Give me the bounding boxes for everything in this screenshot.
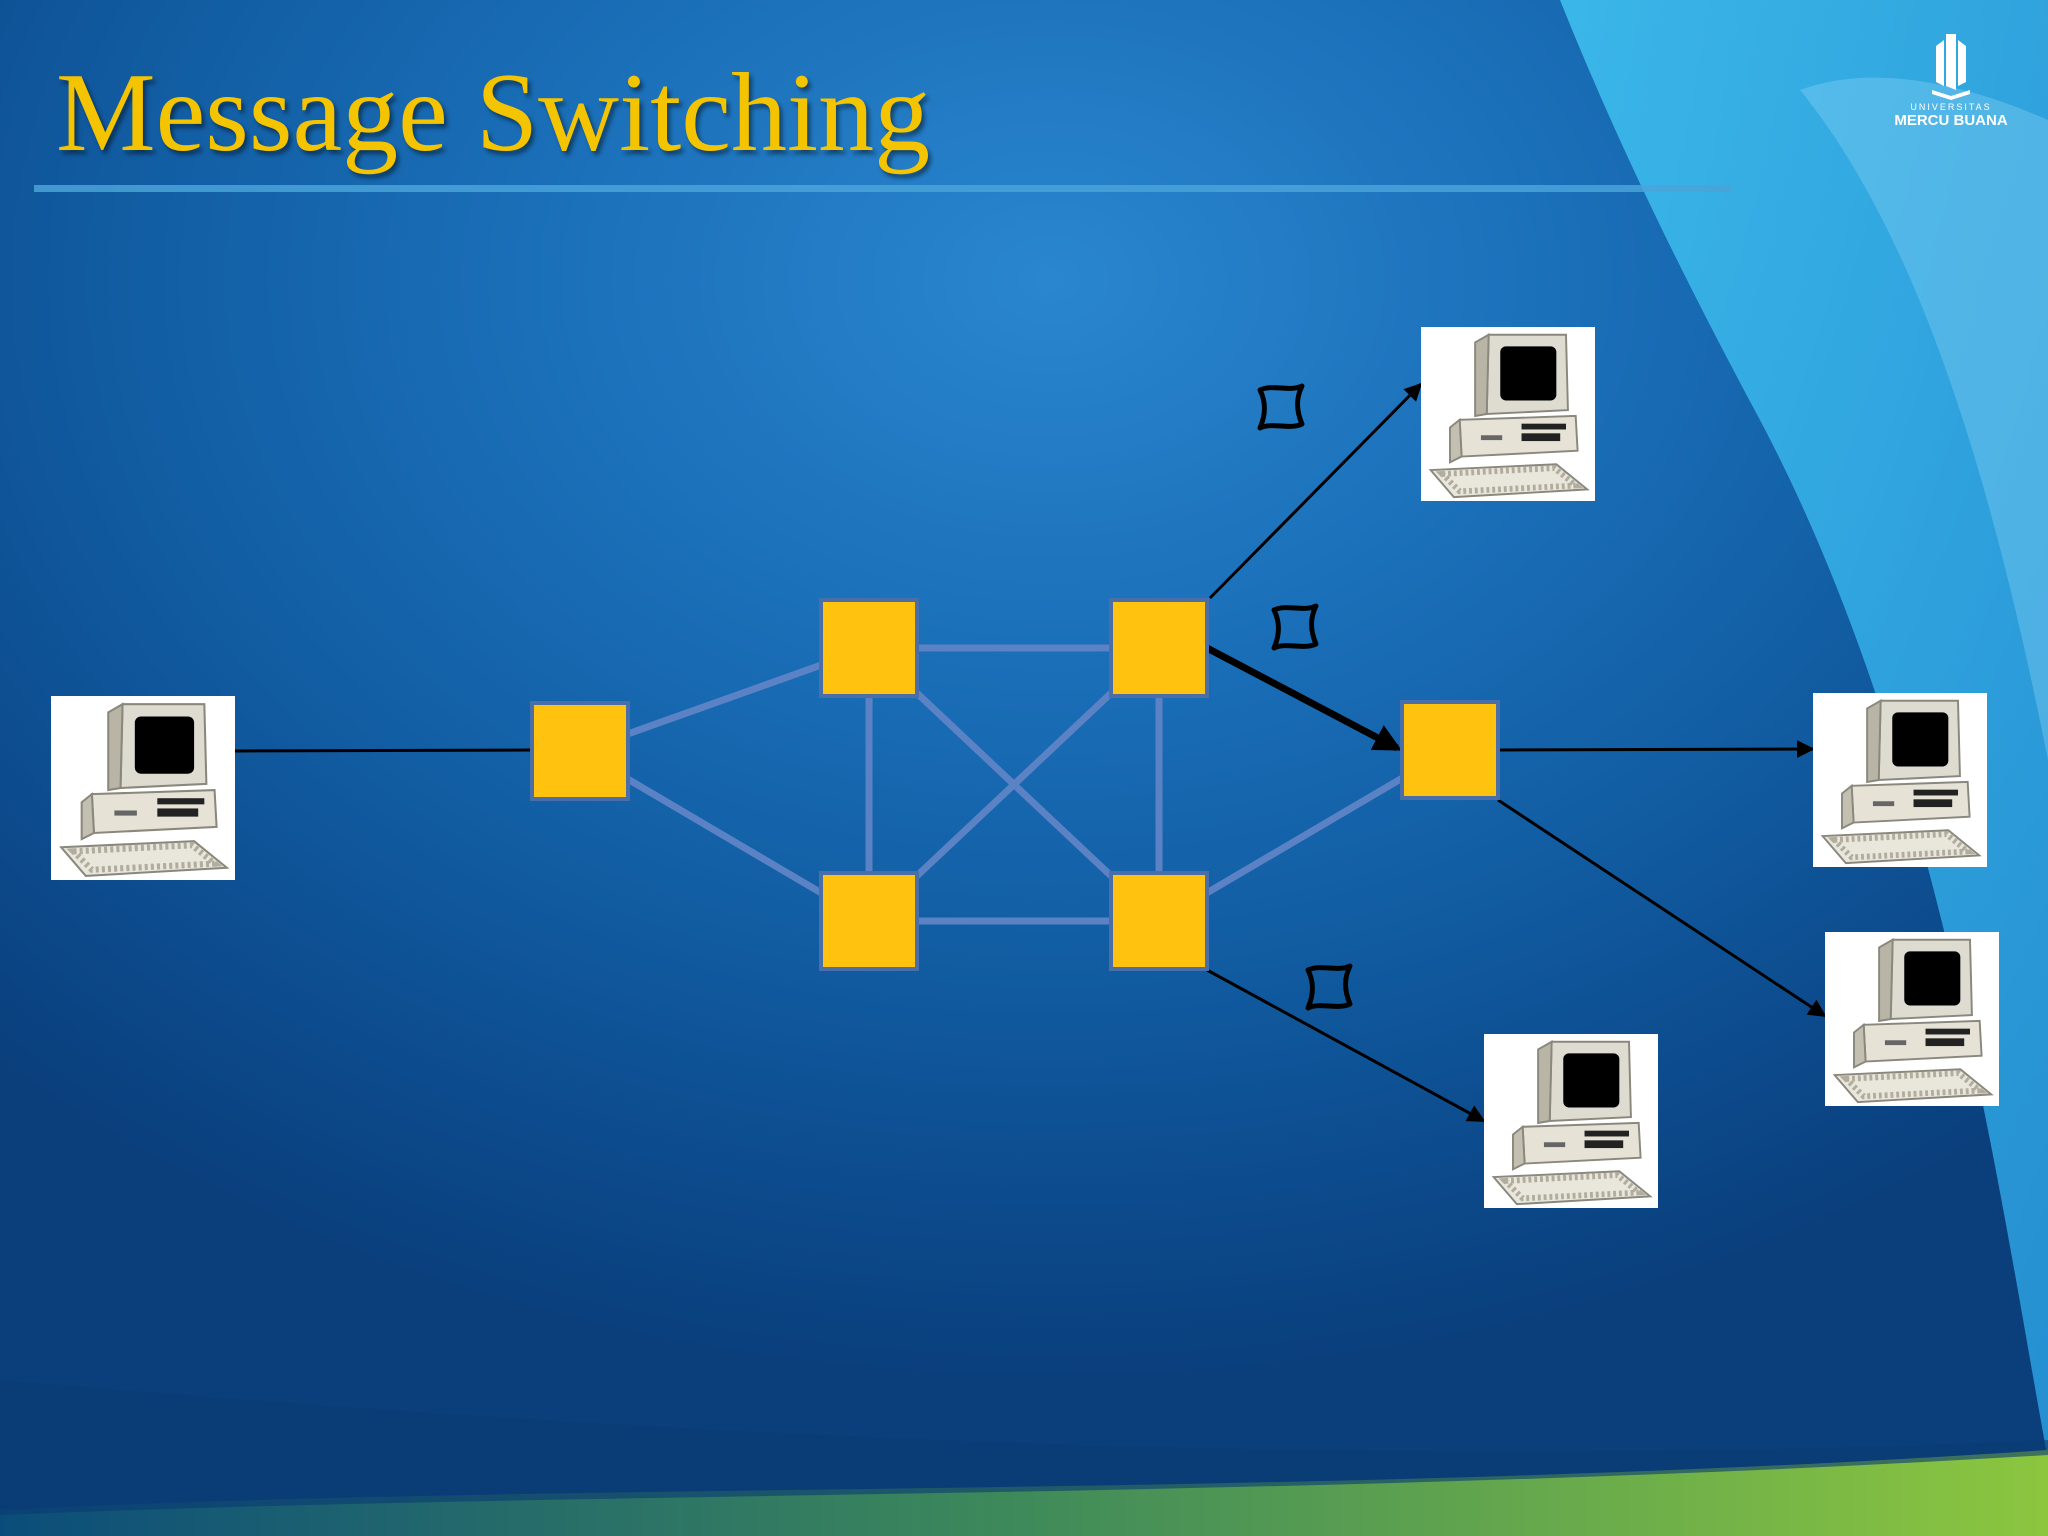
message-scroll-icon bbox=[1308, 966, 1350, 1008]
bottom-swoosh bbox=[0, 1450, 2048, 1536]
right-highlight bbox=[1800, 77, 2048, 760]
flow-n5-to-pc-d bbox=[1206, 968, 1486, 1123]
bottom-dark-band bbox=[0, 1380, 2048, 1515]
computer-destination-pc-b bbox=[1813, 693, 1987, 867]
switch-node-n1 bbox=[530, 701, 630, 801]
switch-node-n4 bbox=[819, 871, 919, 971]
flow-n6-to-pc-b bbox=[1497, 740, 1815, 759]
university-emblem-icon bbox=[1932, 34, 1970, 100]
desktop-computer-icon bbox=[1825, 932, 1999, 1106]
switch-node-n2 bbox=[819, 598, 919, 698]
flow-pc-src-to-n1 bbox=[234, 748, 533, 753]
logo-name: MERCU BUANA bbox=[1894, 112, 2007, 129]
switch-node-n3 bbox=[1109, 598, 1209, 698]
computers bbox=[51, 327, 1999, 1208]
mesh-links bbox=[578, 644, 1452, 925]
flow-n3-to-n6 bbox=[1205, 644, 1402, 752]
switch-nodes bbox=[530, 598, 1500, 971]
flow-n3-to-pc-a bbox=[1208, 382, 1423, 600]
message-scroll-icon bbox=[1260, 386, 1302, 428]
message-scroll-icon bbox=[1274, 606, 1316, 648]
desktop-computer-icon bbox=[1484, 1034, 1658, 1208]
switch-node-n6 bbox=[1400, 700, 1500, 800]
message-flows bbox=[234, 382, 1827, 1123]
university-logo: UNIVERSITAS MERCU BUANA bbox=[1894, 34, 2008, 129]
slide-title: Message Switching bbox=[56, 51, 931, 175]
title-underline bbox=[34, 185, 1732, 192]
computer-destination-pc-a bbox=[1421, 327, 1595, 501]
computer-source-pc-src bbox=[51, 696, 235, 880]
computer-destination-pc-d bbox=[1484, 1034, 1658, 1208]
desktop-computer-icon bbox=[51, 696, 235, 880]
logo-top-line: UNIVERSITAS bbox=[1910, 102, 1991, 112]
right-swoosh bbox=[1560, 0, 2048, 1460]
switch-node-n5 bbox=[1109, 871, 1209, 971]
flow-n6-to-pc-c bbox=[1497, 798, 1827, 1018]
desktop-computer-icon bbox=[1813, 693, 1987, 867]
computer-destination-pc-c bbox=[1825, 932, 1999, 1106]
desktop-computer-icon bbox=[1421, 327, 1595, 501]
